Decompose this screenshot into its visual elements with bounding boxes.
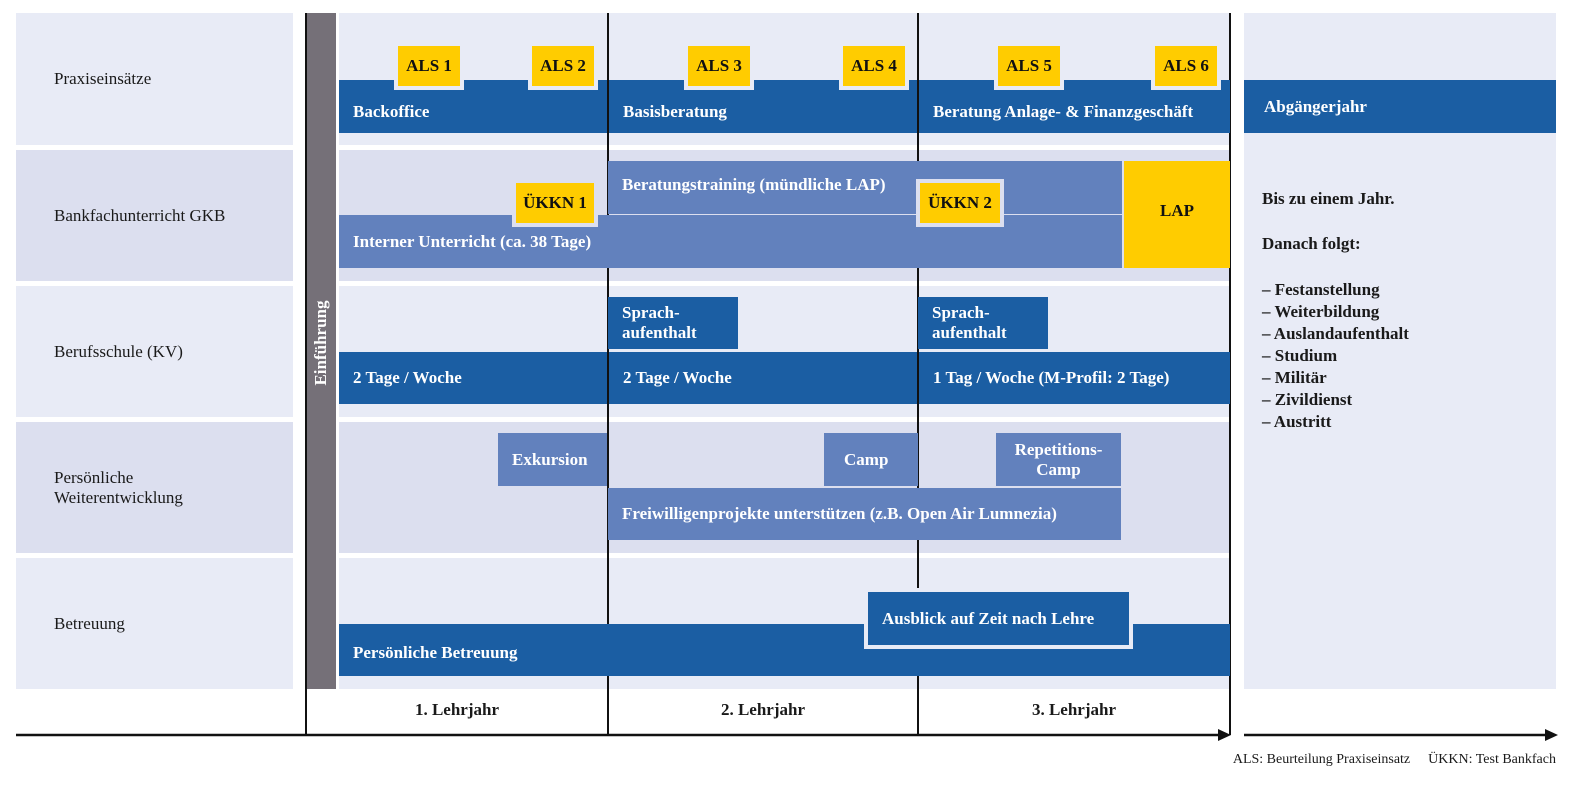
bar-freiwilligenprojekte: Freiwilligenprojekte unterstützen (z.B. … bbox=[608, 488, 1121, 540]
list-item: – Militär bbox=[1262, 368, 1327, 387]
bar-sprachaufenthalt-1: Sprach- aufenthalt bbox=[608, 297, 738, 349]
row-label-praxis: Praxiseinsätze bbox=[16, 13, 293, 145]
bar-exkursion: Exkursion bbox=[498, 433, 607, 486]
bar-camp: Camp bbox=[824, 433, 918, 486]
bar-schule-y3: 1 Tag / Woche (M-Profil: 2 Tage) bbox=[919, 352, 1230, 404]
bar-beratungstraining: Beratungstraining (mündliche LAP) bbox=[608, 161, 1122, 214]
tag-als-1: ALS 1 bbox=[398, 46, 460, 86]
bar-interner-unterricht: Interner Unterricht (ca. 38 Tage) bbox=[339, 215, 1122, 268]
tag-als-4: ALS 4 bbox=[843, 46, 905, 86]
bar-repetitions-camp: Repetitions- Camp bbox=[996, 433, 1121, 486]
divider bbox=[607, 13, 609, 735]
tag-als-2: ALS 2 bbox=[532, 46, 594, 86]
divider bbox=[305, 13, 307, 735]
list-item: – Auslandaufenthalt bbox=[1262, 324, 1409, 343]
year-label-3: 3. Lehrjahr bbox=[1031, 700, 1117, 719]
label: Praxiseinsätze bbox=[54, 69, 152, 88]
time-axis bbox=[16, 729, 1558, 741]
row-label-schule: Berufsschule (KV) bbox=[16, 286, 293, 417]
tag-ukkn-1: ÜKKN 1 bbox=[516, 183, 594, 223]
tag-als-6: ALS 6 bbox=[1155, 46, 1217, 86]
list-item: – Austritt bbox=[1262, 412, 1332, 431]
bar-lap: LAP bbox=[1124, 161, 1230, 268]
bar-ausblick: Ausblick auf Zeit nach Lehre bbox=[868, 592, 1129, 645]
year-label-2: 2. Lehrjahr bbox=[720, 700, 806, 719]
bar-backoffice: Backoffice bbox=[339, 80, 607, 133]
label: Berufsschule (KV) bbox=[54, 341, 183, 361]
row-label-entwicklung: Persönliche Weiterentwicklung bbox=[16, 422, 293, 553]
divider bbox=[917, 13, 919, 735]
bar-schule-y1: 2 Tage / Woche bbox=[339, 352, 607, 404]
row-label-bank: Bankfachunterricht GKB bbox=[16, 150, 293, 281]
intro-label: Einführung bbox=[311, 300, 330, 386]
label: Persönliche Weiterentwicklung bbox=[54, 467, 183, 507]
legend: ALS: Beurteilung Praxiseinsatz ÜKKN: Tes… bbox=[1233, 752, 1556, 768]
label: Betreuung bbox=[54, 613, 125, 633]
bar-schule-y2: 2 Tage / Woche bbox=[609, 352, 917, 404]
row-label-betreuung: Betreuung bbox=[16, 558, 293, 689]
after-text: Bis zu einem Jahr. bbox=[1262, 189, 1395, 208]
bar-beratung-anlage: Beratung Anlage- & Finanzgeschäft bbox=[919, 80, 1230, 133]
tag-als-5: ALS 5 bbox=[998, 46, 1060, 86]
legend-ukkn: ÜKKN: Test Bankfach bbox=[1428, 752, 1556, 767]
year-label-1: 1. Lehrjahr bbox=[414, 700, 500, 719]
legend-als: ALS: Beurteilung Praxiseinsatz bbox=[1232, 752, 1411, 767]
label: Bankfachunterricht GKB bbox=[54, 205, 226, 225]
tag-als-3: ALS 3 bbox=[688, 46, 750, 86]
bar-abgaengerjahr: Abgängerjahr bbox=[1244, 80, 1556, 133]
bar-basisberatung: Basisberatung bbox=[609, 80, 917, 133]
list-item: – Weiterbildung bbox=[1262, 302, 1380, 321]
after-list: – Festanstellung – Weiterbildung – Ausla… bbox=[1262, 279, 1409, 433]
intro-bar: Einführung bbox=[306, 13, 336, 689]
tag-ukkn-2: ÜKKN 2 bbox=[920, 183, 1000, 223]
bar-sprachaufenthalt-2: Sprach- aufenthalt bbox=[918, 297, 1048, 349]
after-text: Danach folgt: bbox=[1262, 234, 1361, 253]
list-item: – Festanstellung bbox=[1262, 280, 1380, 299]
divider bbox=[1229, 13, 1231, 735]
list-item: – Studium bbox=[1262, 346, 1338, 365]
list-item: – Zivildienst bbox=[1262, 390, 1353, 409]
